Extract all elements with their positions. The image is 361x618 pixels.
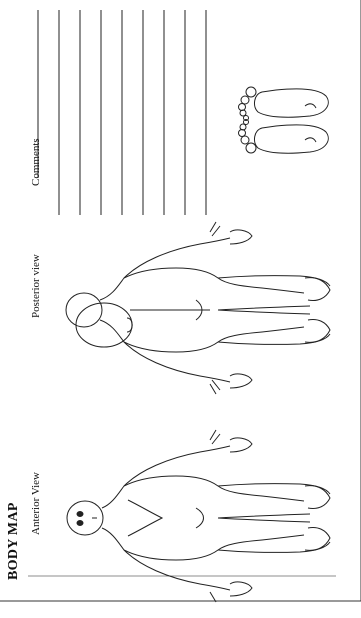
feet-soles-drawing (239, 87, 329, 153)
comment-lines (38, 10, 206, 215)
sole-lower (255, 125, 329, 153)
heel-line (305, 138, 316, 142)
posterior-body-drawing (66, 222, 330, 394)
eye (77, 512, 83, 517)
heel-line (305, 104, 316, 108)
head-outline (76, 303, 132, 347)
eye (77, 521, 83, 526)
head-top-view-drawing (76, 303, 132, 347)
nose-outline (127, 318, 132, 332)
sole-upper (255, 89, 329, 117)
